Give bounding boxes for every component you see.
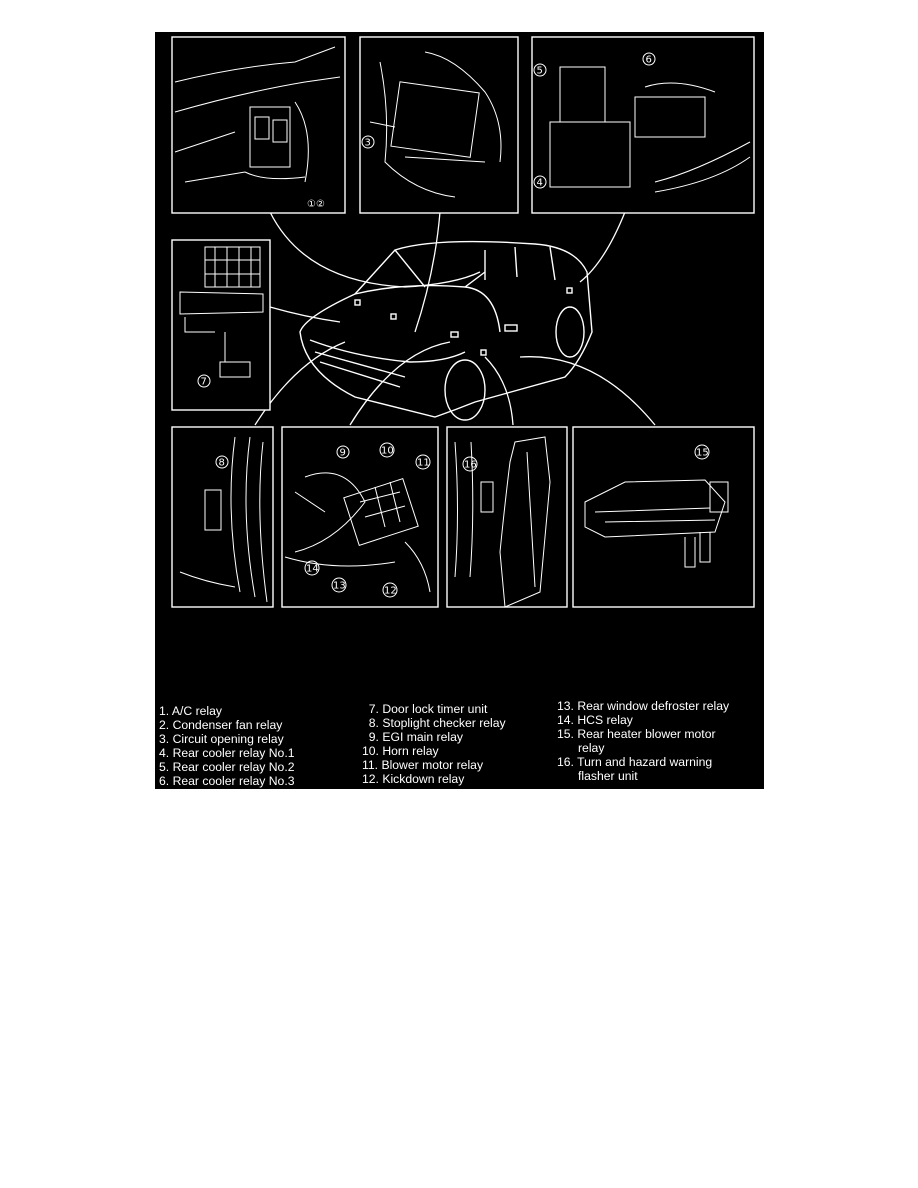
relay-location-figure: ①② 3 4 5 6 7 8 9 10 11 12 13 14 15 16 1.… bbox=[155, 32, 764, 789]
detail-panel-1 bbox=[171, 36, 346, 214]
callout-10: 10 bbox=[381, 446, 394, 457]
legend-item: 8. Stoplight checker relay bbox=[368, 716, 506, 731]
legend-item: 1. A/C relay bbox=[159, 704, 223, 718]
legend-item: 12. Kickdown relay bbox=[362, 772, 465, 787]
callout-4: 4 bbox=[537, 178, 543, 189]
callout-1-2: ①② bbox=[307, 199, 325, 210]
vehicle-outline bbox=[299, 240, 593, 421]
legend-item: 4. Rear cooler relay No.1 bbox=[159, 746, 295, 761]
detail-panel-3 bbox=[531, 36, 755, 214]
detail-panel-6 bbox=[281, 426, 439, 608]
callout-6: 6 bbox=[646, 55, 652, 66]
callout-14: 14 bbox=[306, 564, 319, 575]
legend-column-3: 13. Rear window defroster relay 14. HCS … bbox=[557, 699, 729, 784]
callout-11: 11 bbox=[417, 458, 430, 469]
legend-item: 7. Door lock timer unit bbox=[368, 702, 488, 716]
detail-panel-5 bbox=[171, 426, 274, 608]
callout-5: 5 bbox=[537, 66, 543, 77]
callout-7: 7 bbox=[201, 377, 207, 388]
legend-item: 5. Rear cooler relay No.2 bbox=[159, 760, 295, 775]
legend-item: 3. Circuit opening relay bbox=[159, 732, 284, 747]
leader-line-lower-right bbox=[484, 356, 514, 426]
leader-arc-lower-left bbox=[254, 341, 346, 426]
callouts: ①② 3 4 5 6 7 8 9 10 11 12 13 14 15 16 bbox=[197, 52, 710, 598]
detail-panel-8 bbox=[572, 426, 755, 608]
legend-item: 11. Blower motor relay bbox=[362, 758, 484, 773]
detail-panel-2 bbox=[359, 36, 519, 214]
leader-arc-lower-middle bbox=[349, 341, 451, 426]
leader-line-top-middle bbox=[414, 211, 441, 333]
legend-item: 13. Rear window defroster relay bbox=[557, 699, 730, 713]
legend-item: 9. EGI main relay bbox=[368, 730, 463, 745]
callout-3: 3 bbox=[365, 138, 371, 149]
callout-13: 13 bbox=[333, 581, 346, 592]
legend-column-2: 7. Door lock timer unit 8. Stoplight che… bbox=[362, 702, 506, 787]
legend-item: 14. HCS relay bbox=[557, 713, 633, 728]
leader-arc-top-right bbox=[579, 211, 626, 283]
detail-panel-4 bbox=[171, 239, 271, 411]
legend-item: 2. Condenser fan relay bbox=[159, 718, 283, 733]
callout-12: 12 bbox=[384, 586, 397, 597]
leader-arc-top-left bbox=[269, 211, 481, 288]
legend-item: 6. Rear cooler relay No.3 bbox=[159, 774, 295, 789]
callout-16: 16 bbox=[464, 460, 477, 471]
callout-8: 8 bbox=[219, 458, 225, 469]
relay-location-drawing: ①② 3 4 5 6 7 8 9 10 11 12 13 14 15 16 bbox=[171, 36, 755, 608]
leader-arc-lower-far-right bbox=[519, 356, 656, 426]
legend-item: 10. Horn relay bbox=[362, 744, 439, 759]
leader-line-left bbox=[269, 306, 341, 323]
detail-panel-7 bbox=[446, 426, 568, 608]
callout-9: 9 bbox=[340, 448, 346, 459]
callout-15: 15 bbox=[696, 448, 709, 459]
legend-column-1: 1. A/C relay 2. Condenser fan relay 3. C… bbox=[159, 704, 295, 789]
